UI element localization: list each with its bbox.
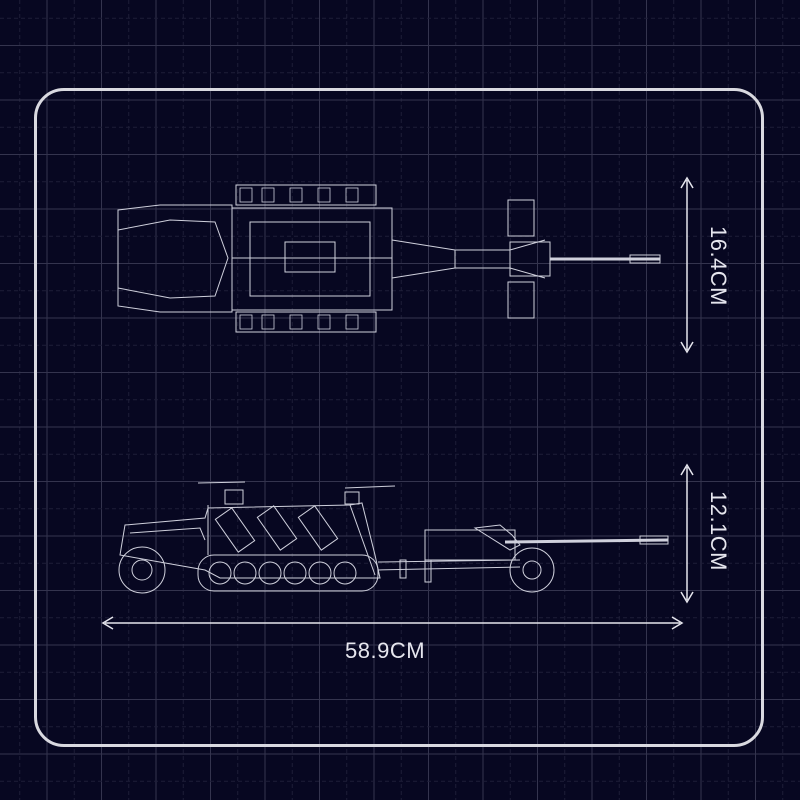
blueprint-frame xyxy=(34,88,764,747)
width-dimension-arrow xyxy=(680,176,694,354)
side-view-drawing xyxy=(118,481,669,594)
length-dimension-label: 58.9CM xyxy=(345,638,426,663)
width-dimension-label: 16.4CM xyxy=(706,225,732,307)
height-dimension-arrow xyxy=(680,463,694,604)
length-dimension-arrow xyxy=(101,616,684,630)
height-dimension-label: 12.1CM xyxy=(706,490,732,572)
top-view-drawing xyxy=(117,184,661,333)
